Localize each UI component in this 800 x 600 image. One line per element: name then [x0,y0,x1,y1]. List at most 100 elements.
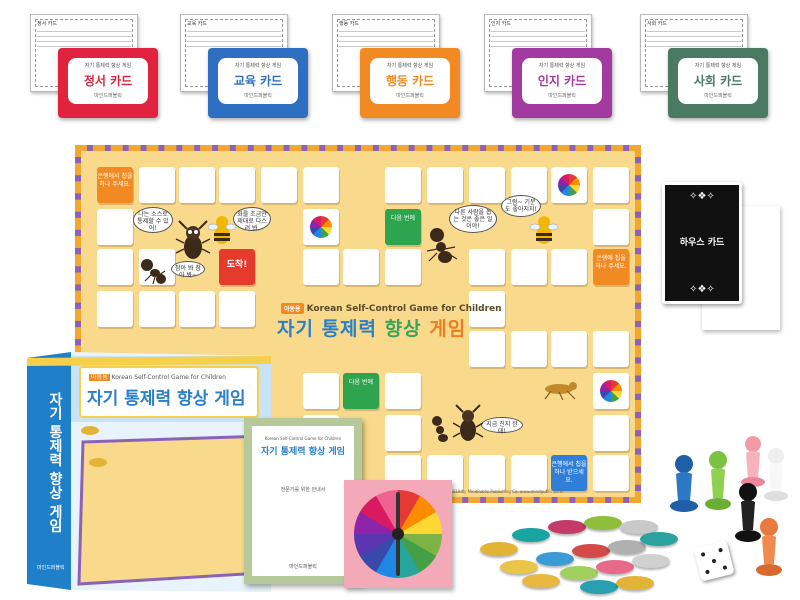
box-age-tag: 아동용 [89,374,110,381]
rulebook: Korean Self-Control Game for Children 자기… [244,418,362,584]
house-card: ✧❖✧ 하우스 카드 ✧❖✧ [662,182,742,304]
board-square [385,167,421,203]
board-square [469,331,505,367]
chip-token[interactable] [536,552,574,566]
board-square [511,331,547,367]
board-square [343,249,379,285]
speech-bubble: 참아 봐 참아 봐~ [171,261,205,279]
house-card-label: 하우스 카드 [679,238,725,248]
card-publisher: 마인드퍼블릭 [548,93,576,99]
spinner-board[interactable] [344,480,452,588]
chip-token[interactable] [548,520,586,534]
board-square [385,249,421,285]
chip-token[interactable] [512,528,550,542]
card-back-title: 교육 카드 [187,21,207,27]
chip-token[interactable] [608,540,646,554]
card-name: 교육 카드 [233,74,283,88]
board-square [593,167,629,203]
card-back-title: 행동 카드 [339,21,359,27]
card-subtitle: 자기 통제력 향상 게임 [694,63,742,69]
card-name: 인지 카드 [537,74,587,88]
black-pawn-icon[interactable] [730,480,766,544]
rulebook-cover: Korean Self-Control Game for Children 자기… [252,426,354,576]
board-square [97,209,133,245]
board-square [511,455,547,491]
box-subtitle: Korean Self-Control Game for Children [111,374,226,381]
board-square [97,291,133,327]
square-label: 은행에서 칩을 하나 주세요. [97,173,133,188]
spinner-icon [600,380,622,402]
board-square [511,249,547,285]
board-square [139,291,175,327]
card-subtitle: 자기 통제력 향상 게임 [234,63,282,69]
pink-pawn-icon[interactable] [736,434,770,490]
board-square [551,331,587,367]
card-publisher: 마인드퍼블릭 [704,93,732,99]
stag-beetle-illustration [452,404,484,441]
speech-bubble: 다른 사람을 돕는 것은 좋은 일이야! [449,205,497,233]
board-square [593,415,629,451]
orange-pawn-icon[interactable] [752,516,786,578]
chip-token[interactable] [620,520,658,534]
card-publisher: 마인드퍼블릭 [94,93,122,99]
stag-beetle-illustration [175,220,211,259]
card-back-title: 사회 카드 [647,21,667,27]
board-square [303,167,339,203]
speech-bubble: 화를 조금만 제대로 다스려 봐. [233,207,271,232]
dice-icon[interactable] [693,540,735,582]
spinner-icon [558,174,580,196]
rulebook-caption: 전문가를 위한 안내서 [280,487,326,493]
chip-token[interactable] [596,560,634,574]
board-title-part-a: 자기 통제력 [277,318,378,340]
ant-illustration [426,228,458,263]
board-square [261,167,297,203]
chip-token[interactable] [572,544,610,558]
board-age-tag: 아동용 [281,303,304,314]
rulebook-title: 자기 통제력 향상 게임 [261,447,345,457]
chip-token[interactable] [580,580,618,594]
chip-token[interactable] [522,574,560,588]
chip-token[interactable] [500,560,538,574]
bee-illustration [207,216,237,244]
square-label: 도착! [226,260,248,270]
speech-bubble: 나는 소스로 통제할 수 있어! [133,207,173,233]
board-square [385,373,421,409]
chip-token[interactable] [632,554,670,568]
square-label: 다음 번에 [391,215,415,222]
chip-token[interactable] [584,516,622,530]
chip-illustration [81,426,99,435]
ornament-icon: ✧❖✧ [689,284,715,295]
spinner-square [303,209,339,245]
board-subtitle-text: Korean Self-Control Game for Children [306,304,502,314]
board-square [469,249,505,285]
chip-token[interactable] [640,532,678,546]
green-pawn-icon[interactable] [700,448,736,514]
grasshopper-illustration [544,382,577,401]
chip-token[interactable] [480,542,518,556]
card-name: 사회 카드 [693,74,743,88]
card-subtitle: 자기 통제력 향상 게임 [538,63,586,69]
card-name: 행동 카드 [385,74,435,88]
chip-token[interactable] [616,576,654,590]
chip-token[interactable] [560,566,598,580]
board-square-green: 다음 번에 [343,373,379,409]
white-pawn-icon[interactable] [760,446,792,506]
blue-pawn-icon[interactable] [664,452,704,516]
